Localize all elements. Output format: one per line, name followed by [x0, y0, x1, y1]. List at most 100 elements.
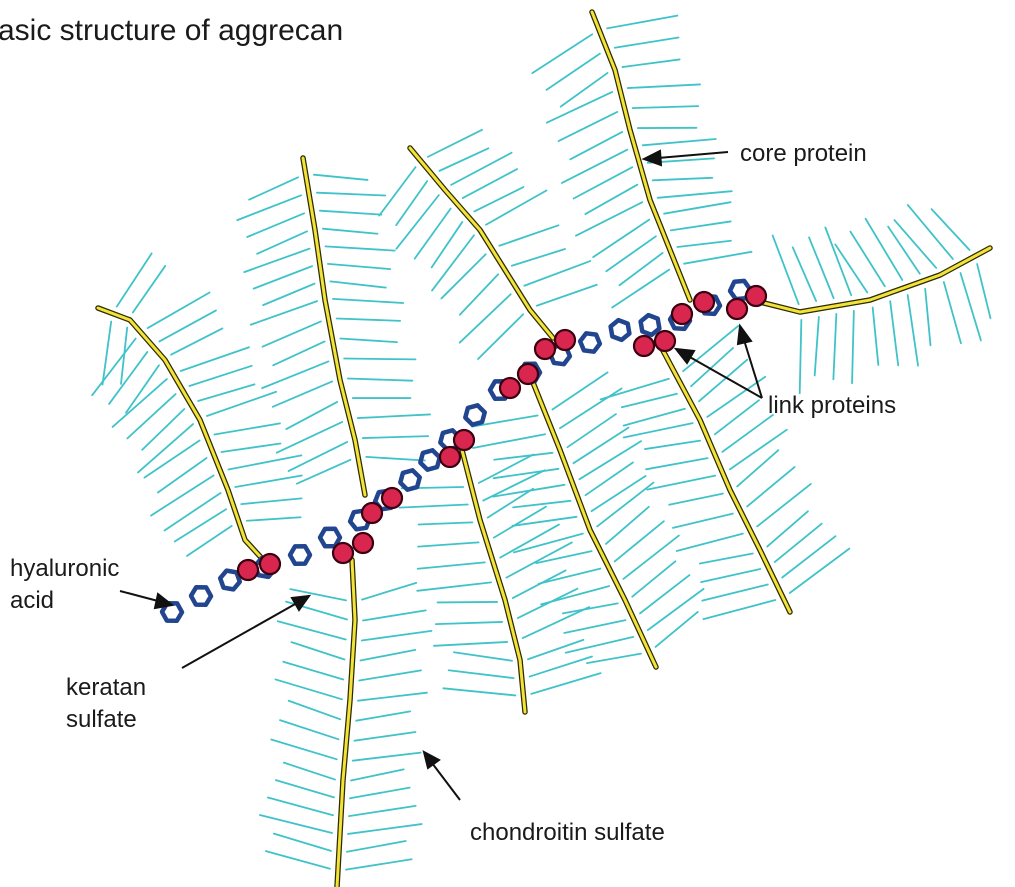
link-protein	[727, 299, 747, 319]
gag-chain	[669, 494, 723, 505]
gag-chain	[451, 153, 511, 185]
gag-chain	[531, 673, 600, 694]
core-protein-outline	[98, 308, 268, 565]
gag-chain	[566, 637, 634, 653]
gag-chain	[561, 73, 608, 107]
gag-chain	[366, 457, 425, 461]
gag-chain	[494, 453, 552, 460]
gag-chain	[109, 352, 147, 404]
label-hyaluronic-acid-line1: hyaluronic	[10, 555, 119, 582]
gag-chain	[358, 693, 427, 701]
gag-chain	[547, 92, 612, 123]
link-protein	[440, 447, 460, 467]
gag-chain	[473, 434, 545, 448]
gag-chain	[428, 130, 482, 157]
gag-chain	[866, 219, 903, 280]
gag-chain	[189, 366, 251, 386]
gag-chain	[722, 415, 773, 452]
gag-chain	[278, 621, 346, 639]
gag-chain	[615, 521, 664, 561]
gag-chain	[148, 293, 210, 329]
gag-chain	[284, 763, 335, 780]
gag-chain	[291, 642, 344, 659]
gag-chain	[244, 249, 309, 272]
link-protein	[672, 304, 692, 324]
link-protein	[694, 292, 714, 312]
gag-chain	[273, 341, 324, 365]
gag-chain	[260, 815, 332, 833]
gag-chain	[512, 249, 565, 266]
gag-chain	[449, 670, 514, 678]
gag-chain	[932, 209, 970, 250]
core-protein-arrow	[644, 151, 728, 165]
gag-chain	[925, 289, 930, 346]
gag-chain	[235, 476, 301, 488]
gag-chain	[358, 414, 430, 418]
gag-chain	[622, 394, 677, 408]
gag-chain	[362, 631, 432, 641]
label-core-protein: core protein	[740, 140, 867, 167]
gag-chain	[633, 106, 698, 108]
ha-ring	[320, 529, 340, 546]
link-protein	[353, 533, 373, 553]
gag-chain	[257, 231, 307, 254]
gag-chain	[330, 281, 385, 287]
gag-chain	[800, 320, 802, 393]
gag-chain	[601, 379, 669, 400]
gag-chain	[443, 688, 515, 695]
gag-chain	[360, 650, 415, 661]
gag-chain	[647, 476, 715, 490]
core-protein	[303, 158, 365, 495]
gag-chain	[524, 261, 590, 286]
label-keratan-sulfate-line2: sulfate	[66, 706, 137, 733]
label-hyaluronic-acid-line2: acid	[10, 587, 54, 614]
gag-chain	[673, 514, 733, 528]
gag-chain	[513, 501, 570, 508]
gag-chain	[640, 575, 689, 613]
gag-chain	[615, 38, 679, 48]
gag-chain	[852, 311, 854, 383]
gag-chain	[537, 285, 597, 306]
gag-chain	[283, 662, 343, 680]
ha-ring	[420, 450, 439, 469]
gag-chain	[606, 236, 656, 271]
core-protein-outline	[410, 148, 553, 338]
chondroitin-sulfate-arrow	[424, 752, 460, 800]
gag-chain	[436, 622, 502, 624]
ha-ring	[641, 315, 660, 335]
gag-chain	[214, 423, 280, 434]
gag-chain	[441, 254, 485, 298]
gag-chain	[346, 859, 412, 869]
gag-chain	[664, 202, 730, 214]
gag-chain	[340, 339, 397, 343]
gag-chain	[683, 326, 738, 371]
gag-chain	[328, 264, 390, 269]
gag-chain	[317, 193, 385, 196]
link-protein	[382, 488, 402, 508]
gag-chain	[643, 139, 716, 145]
gag-chain	[350, 788, 410, 799]
gag-chain	[286, 402, 337, 429]
link-protein	[454, 430, 474, 450]
gag-chain	[254, 266, 312, 288]
gag-chain	[249, 177, 298, 199]
gag-chain	[344, 359, 415, 360]
gag-chain	[175, 509, 226, 541]
ha-ring	[611, 320, 630, 340]
gag-chain	[280, 720, 339, 739]
link-protein	[555, 330, 575, 350]
link-protein	[333, 543, 353, 563]
gag-chain	[362, 583, 416, 600]
gag-chain	[573, 428, 628, 464]
gag-chain	[793, 247, 816, 301]
gag-chain	[396, 195, 439, 249]
ha-ring	[400, 470, 419, 489]
gag-chain	[353, 753, 421, 761]
link-protein	[634, 336, 654, 356]
gag-chain	[273, 381, 332, 406]
gag-chain	[908, 205, 953, 259]
gag-chain	[478, 314, 523, 359]
gag-chain	[585, 462, 633, 495]
gag-chain	[379, 167, 415, 216]
gag-chain	[418, 542, 478, 546]
